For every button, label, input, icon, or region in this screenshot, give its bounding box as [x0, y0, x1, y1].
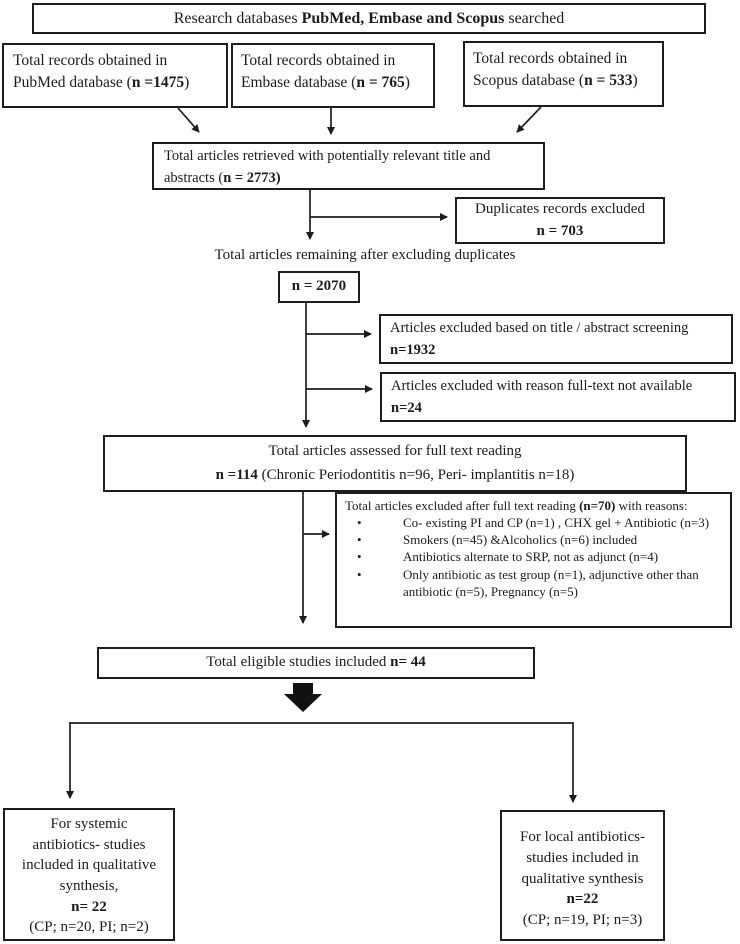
box-databases-searched-text: Research databases PubMed, Embase and Sc… [174, 7, 565, 30]
reasons-pre: Total articles excluded after full text … [345, 498, 580, 513]
local-line: qualitative synthesis [521, 870, 644, 887]
header-bold: PubMed, Embase and Scopus [301, 9, 505, 27]
box-databases-searched: Research databases PubMed, Embase and Sc… [32, 3, 706, 34]
pubmed-line2: PubMed database (n =1475) [13, 72, 217, 94]
embase-line2-post: ) [404, 74, 410, 92]
retrieved-count: n = 2773 [223, 169, 276, 186]
retrieved-line2-pre: abstracts ( [164, 169, 224, 186]
assessed-line2-post: (Chronic Periodontitis n=96, Peri- impla… [257, 466, 575, 483]
duplicates-line1: Duplicates records excluded [475, 200, 645, 217]
scopus-line1: Total records obtained in [473, 50, 628, 67]
box-excluded-screening: Articles excluded based on title / abstr… [379, 314, 733, 364]
embase-line1: Total records obtained in [241, 52, 396, 69]
embase-line2: Embase database (n = 765) [241, 72, 425, 94]
embase-count: n = 765 [356, 74, 405, 92]
box-embase-records: Total records obtained in Embase databas… [231, 43, 435, 108]
systemic-count: n= 22 [71, 898, 107, 915]
header-pre: Research databases [173, 9, 302, 27]
n2070-count: n = 2070 [291, 278, 347, 295]
box-excluded-with-reasons: Total articles excluded after full text … [335, 492, 732, 628]
systemic-breakdown: (CP; n=20, PI; n=2) [29, 919, 149, 936]
fulltext-line1: Articles excluded with reason full-text … [391, 378, 693, 394]
local-count: n=22 [566, 891, 599, 908]
duplicates-count: n = 703 [536, 222, 584, 239]
assessed-line1: Total articles assessed for full text re… [268, 443, 522, 460]
local-line: For local antibiotics- [520, 829, 645, 846]
pubmed-line2-post: ) [184, 74, 190, 92]
systemic-line: synthesis, [59, 878, 119, 894]
box-duplicates-excluded: Duplicates records excluded n = 703 [455, 197, 665, 244]
systemic-line: For systemic [50, 815, 128, 832]
eligible-count: n= 44 [390, 654, 426, 671]
thick-down-arrow [284, 683, 322, 712]
arrow-pubmed-to-retrieved [177, 107, 200, 133]
box-excluded-no-fulltext: Articles excluded with reason full-text … [380, 372, 736, 422]
local-line: studies included in [526, 849, 639, 866]
scopus-line2: Scopus database (n = 533) [473, 70, 654, 92]
pubmed-line2-pre: PubMed database ( [13, 74, 132, 92]
box-n2070: n = 2070 [278, 271, 360, 303]
pubmed-line1: Total records obtained in [13, 52, 168, 69]
label-articles-remaining: Total articles remaining after excluding… [214, 247, 516, 263]
box-local-antibiotics: For local antibiotics- studies included … [500, 810, 665, 941]
scopus-line2-pre: Scopus database ( [473, 72, 585, 90]
reason-item: Co- existing PI and CP (n=1) , CHX gel +… [345, 514, 722, 531]
header-post: searched [504, 9, 565, 27]
reason-item: Smokers (n=45) &Alcoholics (n=6) include… [345, 531, 722, 548]
box-eligible-studies: Total eligible studies included n= 44 [97, 647, 535, 679]
assessed-count: n =114 [215, 466, 258, 483]
local-breakdown: (CP; n=19, PI; n=3) [522, 912, 643, 929]
pubmed-count: n =1475 [131, 74, 185, 92]
reasons-intro: Total articles excluded after full text … [345, 497, 722, 514]
reasons-count: (n=70) [579, 498, 616, 513]
assessed-line2: n =114 (Chronic Periodontitis n=96, Peri… [216, 464, 575, 487]
box-pubmed-records: Total records obtained in PubMed databas… [2, 43, 228, 108]
arrow-scopus-to-retrieved [516, 106, 542, 133]
retrieved-line1: Total articles retrieved with potentiall… [164, 148, 491, 164]
box-articles-retrieved: Total articles retrieved with potentiall… [152, 142, 545, 190]
embase-line2-pre: Embase database ( [241, 74, 357, 92]
scopus-count: n = 533 [584, 72, 633, 90]
screening-line1: Articles excluded based on title / abstr… [390, 320, 689, 336]
reason-item: Only antibiotic as test group (n=1), adj… [345, 566, 722, 600]
scopus-line2-post: ) [632, 72, 638, 90]
eligible-text: Total eligible studies included n= 44 [206, 652, 426, 674]
reasons-post: with reasons: [615, 498, 688, 513]
box-scopus-records: Total records obtained in Scopus databas… [463, 41, 664, 107]
box-systemic-antibiotics: For systemic antibiotics- studies includ… [3, 808, 175, 941]
screening-count: n=1932 [390, 341, 436, 358]
retrieved-line2-post: ) [275, 169, 281, 186]
reason-item: Antibiotics alternate to SRP, not as adj… [345, 548, 722, 565]
fulltext-count: n=24 [391, 399, 422, 416]
systemic-line: included in qualitative [21, 857, 157, 874]
systemic-line: antibiotics- studies [32, 836, 146, 853]
retrieved-line2: abstracts (n = 2773) [164, 168, 533, 190]
eligible-pre: Total eligible studies included [206, 654, 391, 671]
box-fulltext-assessed: Total articles assessed for full text re… [103, 435, 687, 492]
